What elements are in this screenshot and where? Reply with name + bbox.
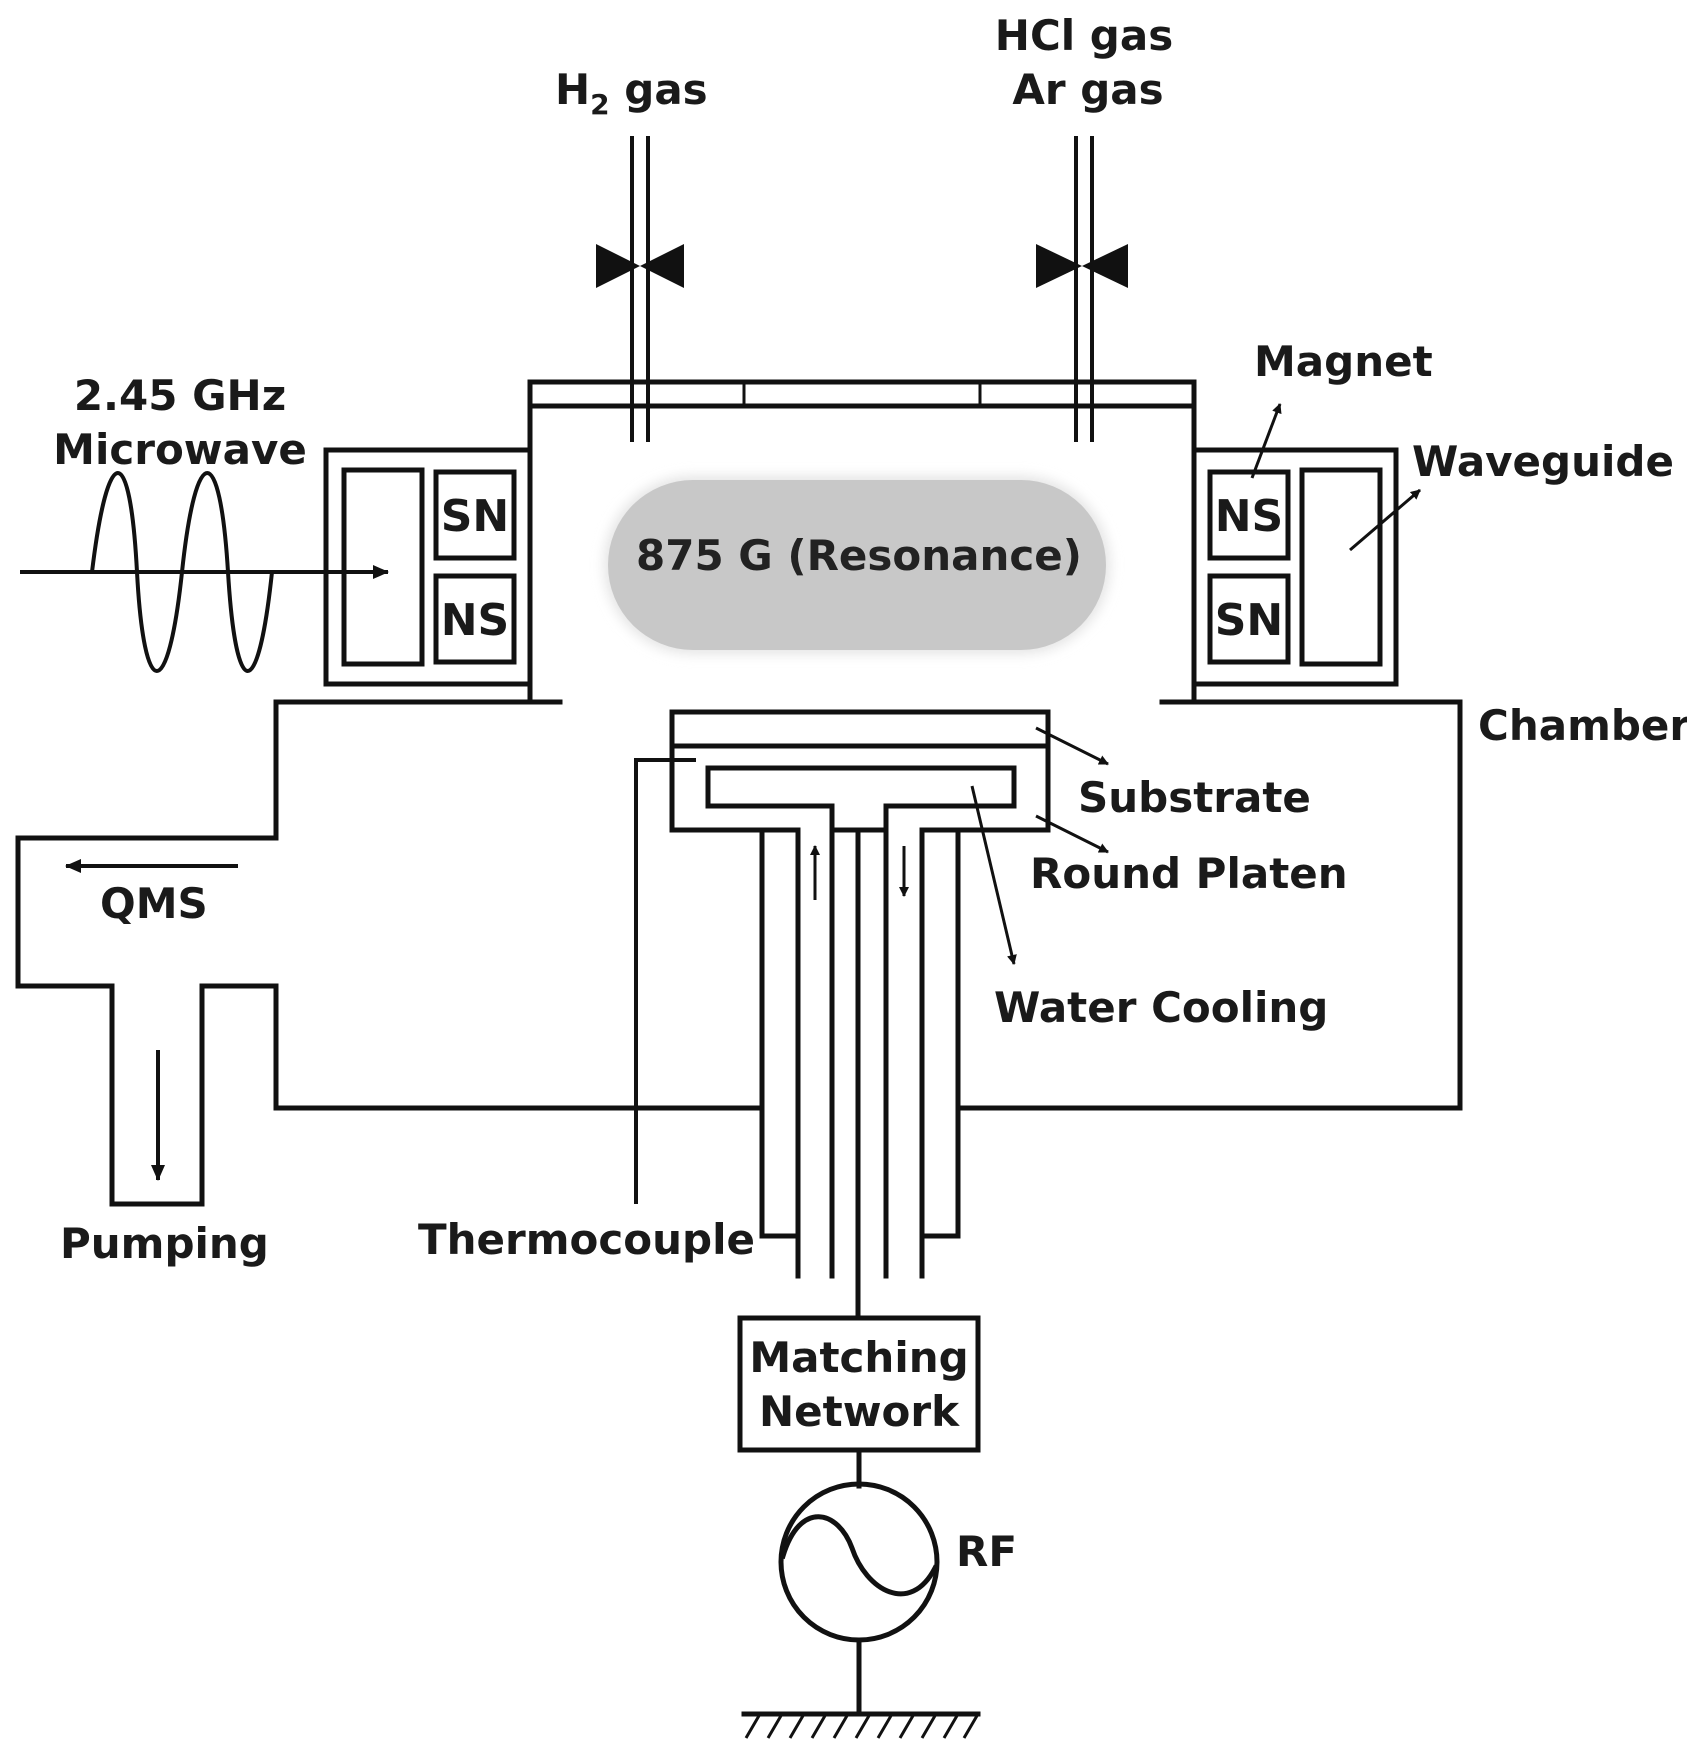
hcl-ar-gas-inlet	[1036, 136, 1128, 442]
rf-label: RF	[956, 1527, 1017, 1576]
substrate-holder	[669, 709, 1051, 1321]
ground-icon	[741, 1711, 981, 1739]
plasma-region: 875 G (Resonance)	[604, 476, 1110, 654]
waveguide-label: Waveguide	[1412, 437, 1674, 486]
magnet-label: Magnet	[1254, 337, 1433, 386]
pumping-label: Pumping	[60, 1219, 269, 1268]
microwave-wave	[20, 471, 389, 673]
microwave-freq-label: 2.45 GHz	[74, 371, 286, 420]
chamber-label: Chamber	[1478, 701, 1687, 750]
resonance-label: 875 G (Resonance)	[636, 531, 1082, 580]
thermocouple-label: Thermocouple	[418, 1215, 755, 1264]
matching-network-box	[737, 1315, 981, 1453]
waveguide-leader	[1349, 488, 1421, 552]
left-magnet-bottom-label: NS	[441, 595, 510, 646]
right-magnet-bottom-label: SN	[1215, 595, 1284, 646]
substrate	[669, 709, 1051, 749]
water-cooling-label: Water Cooling	[994, 983, 1328, 1032]
matching-label-line2: Network	[759, 1387, 960, 1436]
top-lid	[527, 379, 1197, 409]
ar-gas-label: Ar gas	[1012, 65, 1163, 114]
right-magnet-assembly: NS SN	[1191, 447, 1399, 687]
left-magnet-assembly: SN NS	[323, 447, 533, 687]
right-waveguide	[1299, 467, 1383, 667]
hcl-valve-icon	[1036, 244, 1128, 288]
thermocouple-wire	[634, 758, 696, 1204]
substrate-label: Substrate	[1078, 773, 1311, 822]
right-magnet-bottom	[1207, 573, 1291, 665]
h2-gas-inlet	[596, 136, 684, 442]
qms-label: QMS	[100, 879, 208, 928]
left-magnet-top	[433, 469, 517, 561]
substrate-leader	[1035, 726, 1109, 766]
hcl-gas-label: HCl gas	[995, 11, 1173, 60]
magnet-leader	[1250, 403, 1282, 479]
matching-label-line1: Matching	[749, 1333, 968, 1382]
microwave-label: Microwave	[53, 425, 307, 474]
round-platen-leader	[1035, 814, 1109, 854]
h2-valve-icon	[596, 244, 684, 288]
rf-source-icon	[778, 1481, 940, 1643]
right-magnet-top-label: NS	[1215, 491, 1284, 542]
left-magnet-top-label: SN	[441, 491, 510, 542]
h2-gas-label: H2 gas	[555, 65, 708, 121]
left-waveguide	[341, 467, 425, 667]
water-cooling-leader	[970, 785, 1017, 965]
main-chamber	[15, 699, 1463, 1207]
right-magnet-top	[1207, 469, 1291, 561]
left-magnet-bottom	[433, 573, 517, 665]
round-platen-label: Round Platen	[1030, 849, 1348, 898]
